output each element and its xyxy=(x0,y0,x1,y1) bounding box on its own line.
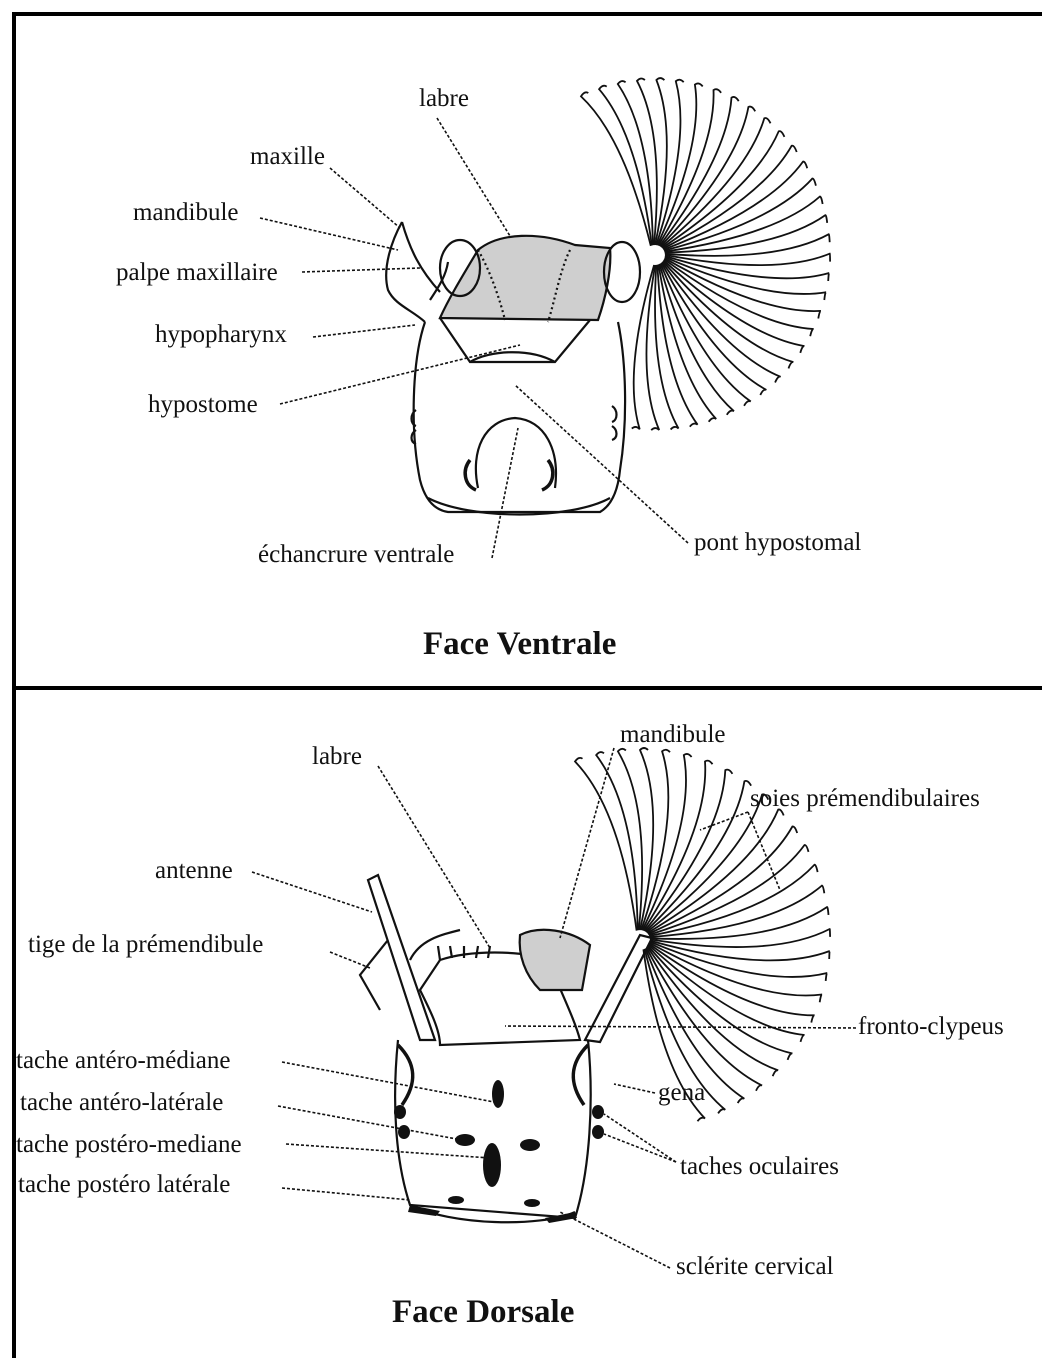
label-hypopharynx: hypopharynx xyxy=(155,322,287,347)
label-mandibule-ventral: mandibule xyxy=(133,200,239,225)
ventral-head-drawing xyxy=(386,222,640,515)
label-mandibule-dorsal: mandibule xyxy=(620,722,726,747)
title-face-dorsale: Face Dorsale xyxy=(392,1296,574,1329)
label-gena: gena xyxy=(658,1080,705,1105)
label-tache-postero-laterale: tache postéro latérale xyxy=(18,1172,230,1197)
label-soies-premendibulaires: soies prémendibulaires xyxy=(750,786,980,811)
label-palpe-maxillaire: palpe maxillaire xyxy=(116,260,278,285)
title-face-ventrale: Face Ventrale xyxy=(423,628,616,661)
label-tache-postero-mediane: tache postéro-mediane xyxy=(16,1132,242,1157)
label-tache-antero-mediane: tache antéro-médiane xyxy=(16,1048,230,1073)
label-antenne: antenne xyxy=(155,858,233,883)
label-hypostome: hypostome xyxy=(148,392,258,417)
label-labre-dorsal: labre xyxy=(312,744,362,769)
label-pont-hypostomal: pont hypostomal xyxy=(694,530,861,555)
label-tige-premendibule: tige de la prémendibule xyxy=(28,932,263,957)
label-tache-antero-laterale: tache antéro-latérale xyxy=(20,1090,223,1115)
ventral-bristle-fan xyxy=(581,78,830,430)
label-echancrure-ventrale: échancrure ventrale xyxy=(258,542,454,567)
label-fronto-clypeus: fronto-clypeus xyxy=(858,1014,1004,1039)
label-taches-oculaires: taches oculaires xyxy=(680,1154,839,1179)
ventral-leader-lines xyxy=(260,118,688,558)
label-sclerite-cervical: sclérite cervical xyxy=(676,1254,834,1279)
bristle xyxy=(575,758,637,931)
label-labre-ventral: labre xyxy=(419,86,469,111)
dorsal-head-drawing xyxy=(360,875,652,1223)
bristle xyxy=(637,78,657,245)
label-maxille: maxille xyxy=(250,144,325,169)
